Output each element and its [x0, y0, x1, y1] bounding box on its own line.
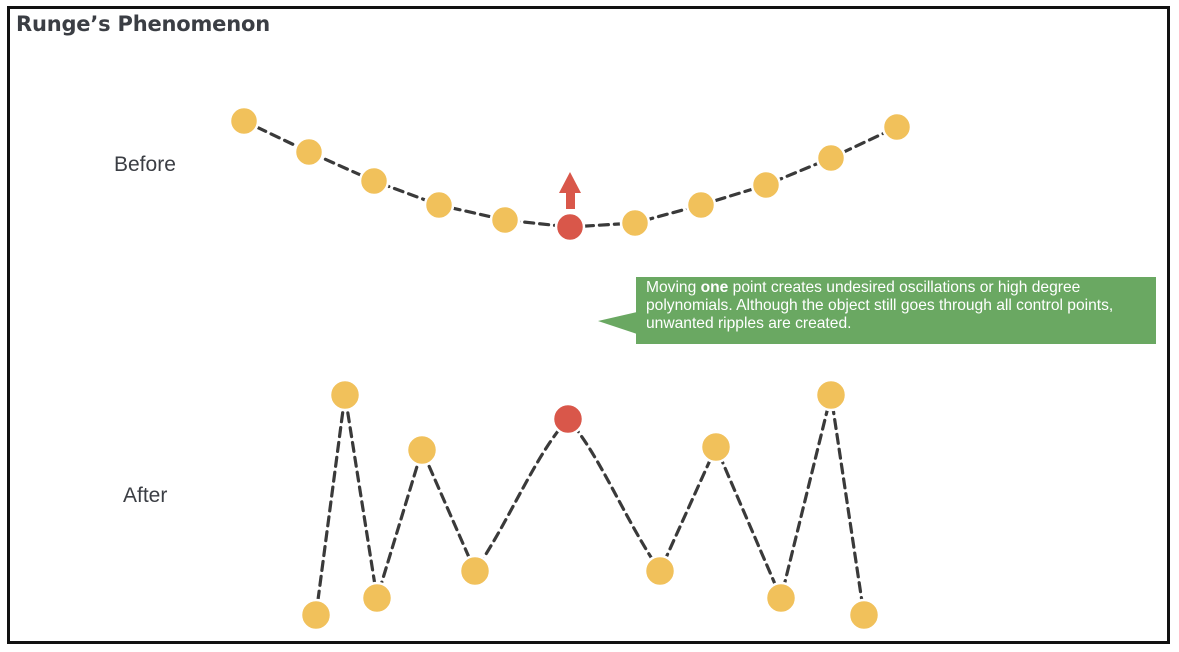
after-point [764, 581, 798, 615]
after-point [360, 581, 394, 615]
callout-pointer [598, 312, 637, 334]
before-point [881, 111, 913, 143]
after-point [814, 378, 848, 412]
after-point [458, 554, 492, 588]
after-label: After [123, 484, 168, 507]
page-title: Runge’s Phenomenon [16, 12, 270, 36]
before-point [619, 207, 651, 239]
before-point [685, 189, 717, 221]
callout-emphasis: one [700, 279, 729, 296]
after-point [405, 433, 439, 467]
after-point [643, 554, 677, 588]
after-point [328, 378, 362, 412]
before-point [423, 189, 455, 221]
before-point [228, 105, 260, 137]
before-point [815, 142, 847, 174]
before-point [489, 204, 521, 236]
after-point [699, 430, 733, 464]
before-point [750, 169, 782, 201]
callout-suffix: point creates undesired oscillations or … [646, 279, 1114, 332]
before-point [358, 165, 390, 197]
callout-note: Moving one point creates undesired oscil… [636, 277, 1156, 344]
moved-point-after [551, 402, 585, 436]
arrow-up-icon [559, 172, 581, 209]
after-point [847, 598, 881, 632]
moved-point-before [554, 211, 586, 243]
before-label: Before [114, 153, 176, 176]
callout-prefix: Moving [646, 279, 701, 296]
before-point [293, 136, 325, 168]
after-point [299, 598, 333, 632]
